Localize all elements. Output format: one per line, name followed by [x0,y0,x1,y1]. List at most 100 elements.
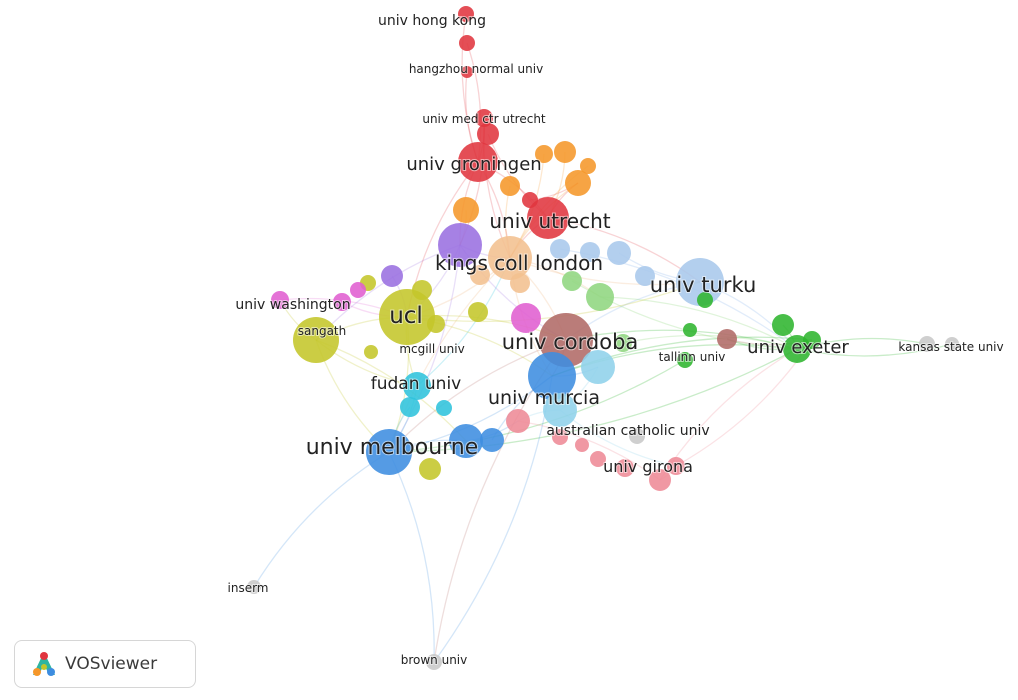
institution-node[interactable] [575,438,589,452]
institution-node[interactable] [607,241,631,265]
institution-node[interactable] [550,239,570,259]
node-label-univ-washington[interactable]: univ washington [234,296,351,314]
node-label-mcgill-univ[interactable]: mcgill univ [398,341,465,357]
node-label-hangzhou-normal-univ[interactable]: hangzhou normal univ [408,61,544,77]
institution-node[interactable] [565,170,591,196]
co-authorship-link [388,244,461,453]
node-label-kings-coll-london[interactable]: kings coll london [434,250,604,276]
institution-node[interactable] [379,289,435,345]
institution-node[interactable] [649,469,671,491]
node-label-univ-groningen[interactable]: univ groningen [405,153,542,176]
institution-node[interactable] [247,580,261,594]
institution-node[interactable] [580,242,600,262]
institution-node[interactable] [400,397,420,417]
institution-node[interactable] [683,323,697,337]
institution-node[interactable] [436,400,452,416]
institution-node[interactable] [616,459,634,477]
institution-node[interactable] [772,314,794,336]
node-label-brown-univ[interactable]: brown univ [400,652,469,668]
institution-node[interactable] [427,315,445,333]
institution-node[interactable] [419,458,441,480]
institution-node[interactable] [581,350,615,384]
institution-node[interactable] [459,35,475,51]
institution-node[interactable] [381,265,403,287]
institution-node[interactable] [697,292,713,308]
co-authorship-link [388,257,511,453]
institution-node[interactable] [510,273,530,293]
institution-node[interactable] [461,66,473,78]
institution-node[interactable] [350,282,366,298]
institution-node[interactable] [477,123,499,145]
label-layer: univ hong kong hangzhou normal univ univ… [227,12,1005,668]
institution-node[interactable] [480,428,504,452]
institution-node[interactable] [403,372,431,400]
node-label-kansas-state-univ[interactable]: kansas state univ [897,339,1004,355]
node-label-univ-exeter[interactable]: univ exeter [746,336,850,359]
node-label-fudan-univ[interactable]: fudan univ [370,373,462,395]
institution-node[interactable] [586,283,614,311]
institution-node[interactable] [667,457,685,475]
institution-node[interactable] [293,317,339,363]
co-authorship-link [388,348,798,453]
brand-name: VOSviewer [65,654,158,674]
institution-node[interactable] [522,192,538,208]
institution-node[interactable] [590,451,606,467]
institution-node[interactable] [554,141,576,163]
institution-node[interactable] [552,429,568,445]
institution-node[interactable] [364,345,378,359]
co-authorship-link [796,343,953,357]
vosviewer-logo: VOSviewer [14,640,196,688]
institution-node[interactable] [562,271,582,291]
node-label-univ-turku[interactable]: univ turku [649,272,758,298]
node-label-univ-cordoba[interactable]: univ cordoba [501,329,640,355]
institution-node[interactable] [528,352,576,400]
institution-node[interactable] [506,409,530,433]
institution-node[interactable] [676,258,724,306]
vosviewer-logo-icon [33,652,55,676]
institution-node[interactable] [543,393,577,427]
institution-node[interactable] [488,236,532,280]
institution-node[interactable] [629,428,645,444]
institution-node[interactable] [580,158,596,174]
institution-node[interactable] [412,280,432,300]
node-label-tallinn-univ[interactable]: tallinn univ [658,349,727,365]
node-label-univ-hong-kong[interactable]: univ hong kong [377,12,487,30]
node-label-inserm[interactable]: inserm [227,580,270,596]
co-authorship-link [517,420,661,481]
institution-node[interactable] [945,337,959,351]
institution-node[interactable] [500,176,520,196]
institution-node[interactable] [635,266,655,286]
institution-node[interactable] [803,331,821,349]
node-label-ucl[interactable]: ucl [388,302,424,330]
institution-node[interactable] [458,6,474,22]
institution-node[interactable] [511,303,541,333]
institution-node[interactable] [333,293,351,311]
institution-node[interactable] [527,197,569,239]
node-label-univ-murcia[interactable]: univ murcia [487,386,601,410]
institution-node[interactable] [717,329,737,349]
institution-node[interactable] [614,334,632,352]
co-authorship-link [388,451,435,663]
institution-node[interactable] [271,291,289,309]
node-label-univ-utrecht[interactable]: univ utrecht [488,208,611,234]
institution-node[interactable] [677,352,693,368]
institution-node[interactable] [470,265,490,285]
institution-node[interactable] [453,197,479,223]
institution-node[interactable] [366,429,412,475]
institution-node[interactable] [535,145,553,163]
institution-node[interactable] [449,424,483,458]
institution-node[interactable] [458,142,498,182]
node-label-univ-med-ctr-utrecht[interactable]: univ med ctr utrecht [421,111,547,127]
institution-node[interactable] [426,654,442,670]
node-label-australian-catholic-univ[interactable]: australian catholic univ [545,422,710,440]
node-label-sangath[interactable]: sangath [297,323,348,339]
institution-node[interactable] [919,336,935,352]
institution-node[interactable] [475,109,493,127]
institution-node[interactable] [468,302,488,322]
co-authorship-link [388,359,686,453]
co-authorship-link [433,375,553,663]
node-label-univ-girona[interactable]: univ girona [602,456,694,477]
institution-node[interactable] [438,223,482,267]
node-label-univ-melbourne[interactable]: univ melbourne [305,434,480,461]
